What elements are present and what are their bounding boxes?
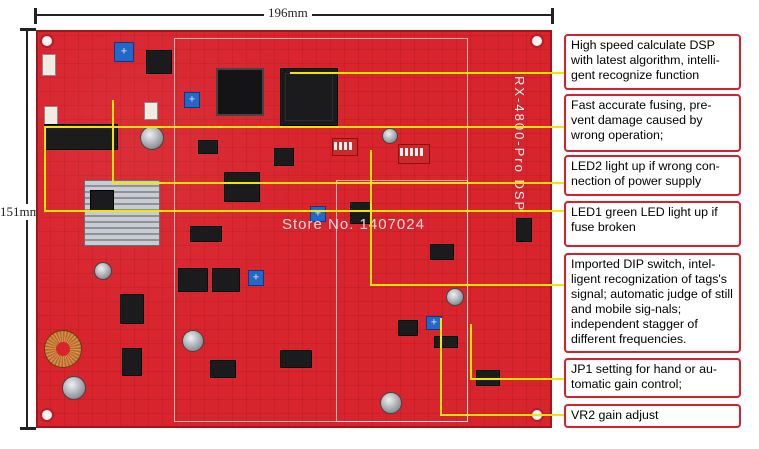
ic: [210, 360, 236, 378]
ic: [398, 320, 418, 336]
silkscreen-outline: [336, 180, 468, 422]
callout-dsp: High speed calculate DSP with latest alg…: [564, 34, 741, 90]
electrolytic-capacitor: [140, 126, 164, 150]
callout-fuse: Fast accurate fusing, pre-vent damage ca…: [564, 94, 741, 152]
leader-line-vr2: [440, 414, 564, 416]
dip-switch: [398, 144, 430, 164]
toroidal-inductor: [44, 330, 82, 368]
width-dimension-tick-right: [551, 8, 554, 24]
leader-line-led2: [112, 182, 564, 184]
electrolytic-capacitor: [182, 330, 204, 352]
leader-line-fuse: [44, 126, 46, 210]
leader-line-jp1: [470, 324, 472, 378]
mounting-hole: [532, 36, 542, 46]
electrolytic-capacitor: [62, 376, 86, 400]
plcc-chip: [216, 68, 264, 116]
callout-dip-switch: Imported DIP switch, intel-ligent recogn…: [564, 253, 741, 353]
leader-line-jp1: [470, 378, 564, 380]
ic: [122, 348, 142, 376]
electrolytic-capacitor: [380, 392, 402, 414]
electrolytic-capacitor: [94, 262, 112, 280]
ic: [430, 244, 454, 260]
height-dimension-tick-top: [20, 28, 36, 31]
leader-line-fuse: [44, 126, 564, 128]
dip-switch: [332, 138, 358, 156]
leader-line-dsp: [290, 72, 564, 74]
dip-ic: [178, 268, 208, 292]
callout-jp1: JP1 setting for hand or au-tomatic gain …: [564, 358, 741, 398]
ic: [274, 148, 294, 166]
fuse-holder: [44, 124, 118, 150]
ic: [190, 226, 222, 242]
connector-white: [42, 54, 56, 76]
height-dimension-line: [20, 28, 36, 430]
jp1-jumper: [434, 336, 458, 348]
leader-line-led2: [112, 100, 114, 182]
potentiometer: [248, 270, 264, 286]
mounting-hole: [42, 36, 52, 46]
jumper-header: [516, 218, 532, 242]
electrolytic-capacitor: [446, 288, 464, 306]
power-transistor: [90, 190, 114, 212]
ic: [120, 294, 144, 324]
callout-led1: LED1 green LED light up if fuse broken: [564, 201, 741, 247]
electrolytic-capacitor: [382, 128, 398, 144]
callout-vr2: VR2 gain adjust: [564, 404, 741, 428]
leader-line-vr2: [440, 318, 442, 414]
connector-white: [144, 102, 158, 120]
dip-ic: [212, 268, 240, 292]
width-dimension-label: 196mm: [264, 5, 312, 21]
callout-led2: LED2 light up if wrong con-nection of po…: [564, 155, 741, 196]
potentiometer: [114, 42, 134, 62]
leader-line-dip: [370, 284, 564, 286]
width-dimension-tick-left: [34, 8, 37, 24]
potentiometer: [184, 92, 200, 108]
dsp-chip: [280, 68, 338, 126]
ic: [280, 350, 312, 368]
board-model-silkscreen: RX-4800-Pro DSP: [512, 76, 527, 213]
height-dimension-label: 151mm: [0, 204, 40, 220]
leader-line-led1: [44, 210, 564, 212]
voltage-regulator: [146, 50, 172, 74]
ic: [198, 140, 218, 154]
store-watermark: Store No. 1407024: [282, 216, 425, 233]
height-dimension-tick-bottom: [20, 427, 36, 430]
leader-line-dip: [370, 150, 372, 284]
ic: [224, 172, 260, 202]
mounting-hole: [42, 410, 52, 420]
connector-white: [44, 106, 58, 126]
pcb-board: RX-4800-Pro DSP Store No. 1407024: [36, 30, 552, 428]
